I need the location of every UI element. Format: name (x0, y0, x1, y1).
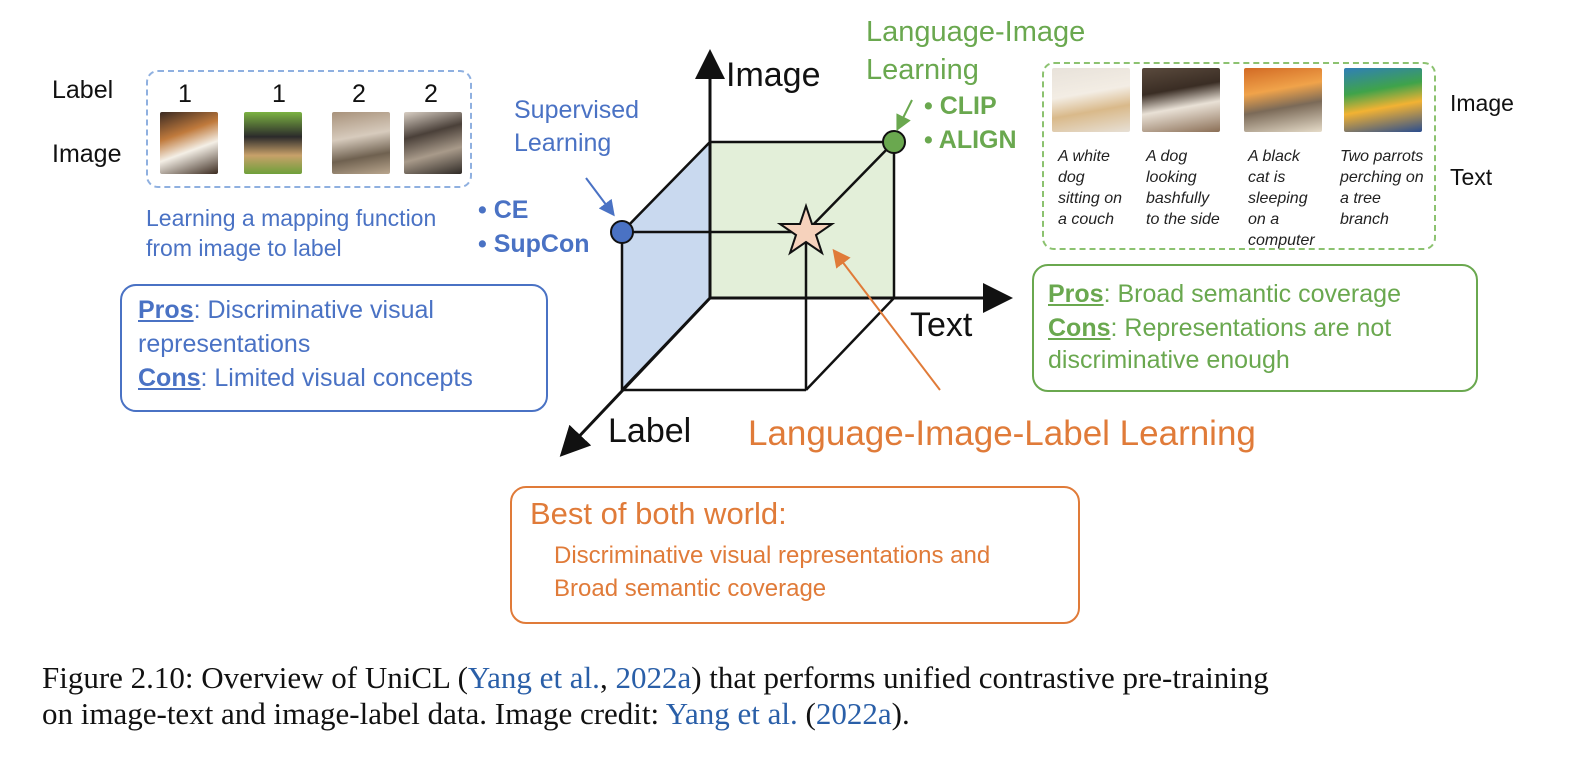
caption-line: looking (1146, 169, 1197, 186)
language-image-pros-cons-box (1032, 264, 1478, 392)
dog-photo-chihuahua-grass (244, 112, 302, 174)
caption-line: A black (1248, 148, 1300, 165)
caption-text: ( (797, 696, 816, 731)
best-of-both-box (510, 486, 1080, 624)
cons-label: Cons (138, 364, 201, 392)
image-label-plane (620, 138, 712, 394)
caption-text: , (599, 660, 616, 695)
caption-line-1: Figure 2.10: Overview of UniCL (Yang et … (42, 660, 1552, 696)
left-row-image: Image (52, 140, 122, 168)
caption-line-2: on image-text and image-label data. Imag… (42, 696, 1552, 732)
cons-label: Cons (1048, 314, 1111, 342)
lang-image-line-2: Learning (866, 54, 979, 86)
caption-cat: A black cat is sleeping on a computer (1248, 146, 1315, 251)
caption-line: on a (1248, 211, 1280, 228)
li-cons-cont: discriminative enough (1048, 346, 1290, 374)
left-row-label: Label (52, 76, 114, 104)
label-value: 2 (424, 80, 438, 108)
supervised-pointer (585, 177, 615, 217)
caption-line: computer (1248, 232, 1315, 249)
label-value: 1 (272, 80, 286, 108)
supervised-line-2: Learning (514, 129, 612, 157)
photo-sleeping-cat (1244, 68, 1322, 132)
supervised-pros: Pros: Discriminative visual (138, 296, 434, 325)
supervised-cons: Cons: Limited visual concepts (138, 364, 473, 393)
best-line-2: Broad semantic coverage (554, 575, 827, 602)
caption-white-dog: A white dog sitting on a couch (1058, 146, 1122, 230)
dog-photo-husky-grey (332, 112, 390, 174)
language-image-pointer (896, 99, 913, 132)
label-value: 1 (178, 80, 192, 108)
image-text-group (1042, 62, 1436, 250)
photo-parrots (1344, 68, 1422, 132)
photo-shy-dog (1142, 68, 1220, 132)
caption-line: A white (1058, 148, 1110, 165)
lil-pointer (832, 248, 941, 391)
photo-white-dog (1052, 68, 1130, 132)
dog-photo-husky-dark (404, 112, 462, 174)
label-axis (559, 296, 712, 457)
axis-text-label: Text (910, 306, 973, 344)
citation-link[interactable]: Yang et al. (467, 660, 600, 695)
method-ce: • CE (478, 196, 529, 224)
caption-line: branch (1340, 211, 1389, 228)
right-row-image: Image (1450, 90, 1514, 116)
cube-edge (805, 141, 895, 233)
li-cons: Cons: Representations are not (1048, 314, 1391, 343)
caption-line: Two parrots (1340, 148, 1424, 165)
caption-text: Figure 2.10: Overview of UniCL ( (42, 660, 468, 695)
pros-text: : Discriminative visual (193, 296, 434, 324)
caption-line: a couch (1058, 211, 1115, 228)
supervised-line-1: Supervised (514, 96, 640, 124)
cons-text: : Representations are not (1110, 314, 1392, 342)
li-pros: Pros: Broad semantic coverage (1048, 280, 1401, 309)
mapping-line-1: Learning a mapping function (146, 205, 437, 231)
supervised-pros-cons-box (120, 284, 548, 412)
dog-photo-chihuahua (160, 112, 218, 174)
cube-edge (805, 297, 895, 391)
caption-line: a tree (1340, 190, 1381, 207)
caption-line: sitting on (1058, 190, 1123, 207)
unicl-star (776, 202, 836, 256)
supervised-pros-cont: representations (138, 330, 311, 358)
language-image-point (882, 130, 906, 154)
caption-line: to the side (1146, 211, 1220, 228)
caption-line: cat is (1248, 169, 1286, 186)
caption-line: dog (1058, 169, 1085, 186)
caption-text: ) that performs unified contrastive pre-… (691, 660, 1269, 695)
method-align: • ALIGN (924, 126, 1017, 154)
axis-label-label: Label (608, 412, 692, 450)
method-supcon: • SupCon (478, 230, 590, 258)
cons-text: : Limited visual concepts (200, 364, 473, 392)
caption-line: sleeping (1248, 190, 1308, 207)
pros-label: Pros (1048, 280, 1104, 308)
pros-label: Pros (138, 296, 194, 324)
label-value: 2 (352, 80, 366, 108)
citation-link[interactable]: Yang et al. (665, 696, 798, 731)
caption-text: ). (891, 696, 910, 731)
axis-image-label: Image (726, 56, 821, 94)
caption-line: bashfully (1146, 190, 1210, 207)
method-clip: • CLIP (924, 92, 997, 120)
caption-line: A dog (1146, 148, 1188, 165)
caption-parrots: Two parrots perching on a tree branch (1340, 146, 1424, 230)
supervised-point (610, 220, 634, 244)
pros-text: : Broad semantic coverage (1103, 280, 1401, 308)
citation-year-link[interactable]: 2022a (815, 696, 892, 731)
label-image-group (146, 70, 472, 188)
lil-title: Language-Image-Label Learning (748, 414, 1256, 453)
mapping-line-2: from image to label (146, 235, 342, 261)
best-line-1: Discriminative visual representations an… (554, 542, 991, 569)
right-row-text: Text (1450, 164, 1493, 190)
caption-text: on image-text and image-label data. Imag… (42, 696, 666, 731)
lang-image-line-1: Language-Image (866, 16, 1086, 48)
figure-caption: Figure 2.10: Overview of UniCL (Yang et … (42, 660, 1552, 732)
caption-line: perching on (1340, 169, 1424, 186)
best-title: Best of both world: (530, 496, 787, 531)
caption-shy-dog: A dog looking bashfully to the side (1146, 146, 1220, 230)
citation-year-link[interactable]: 2022a (615, 660, 692, 695)
